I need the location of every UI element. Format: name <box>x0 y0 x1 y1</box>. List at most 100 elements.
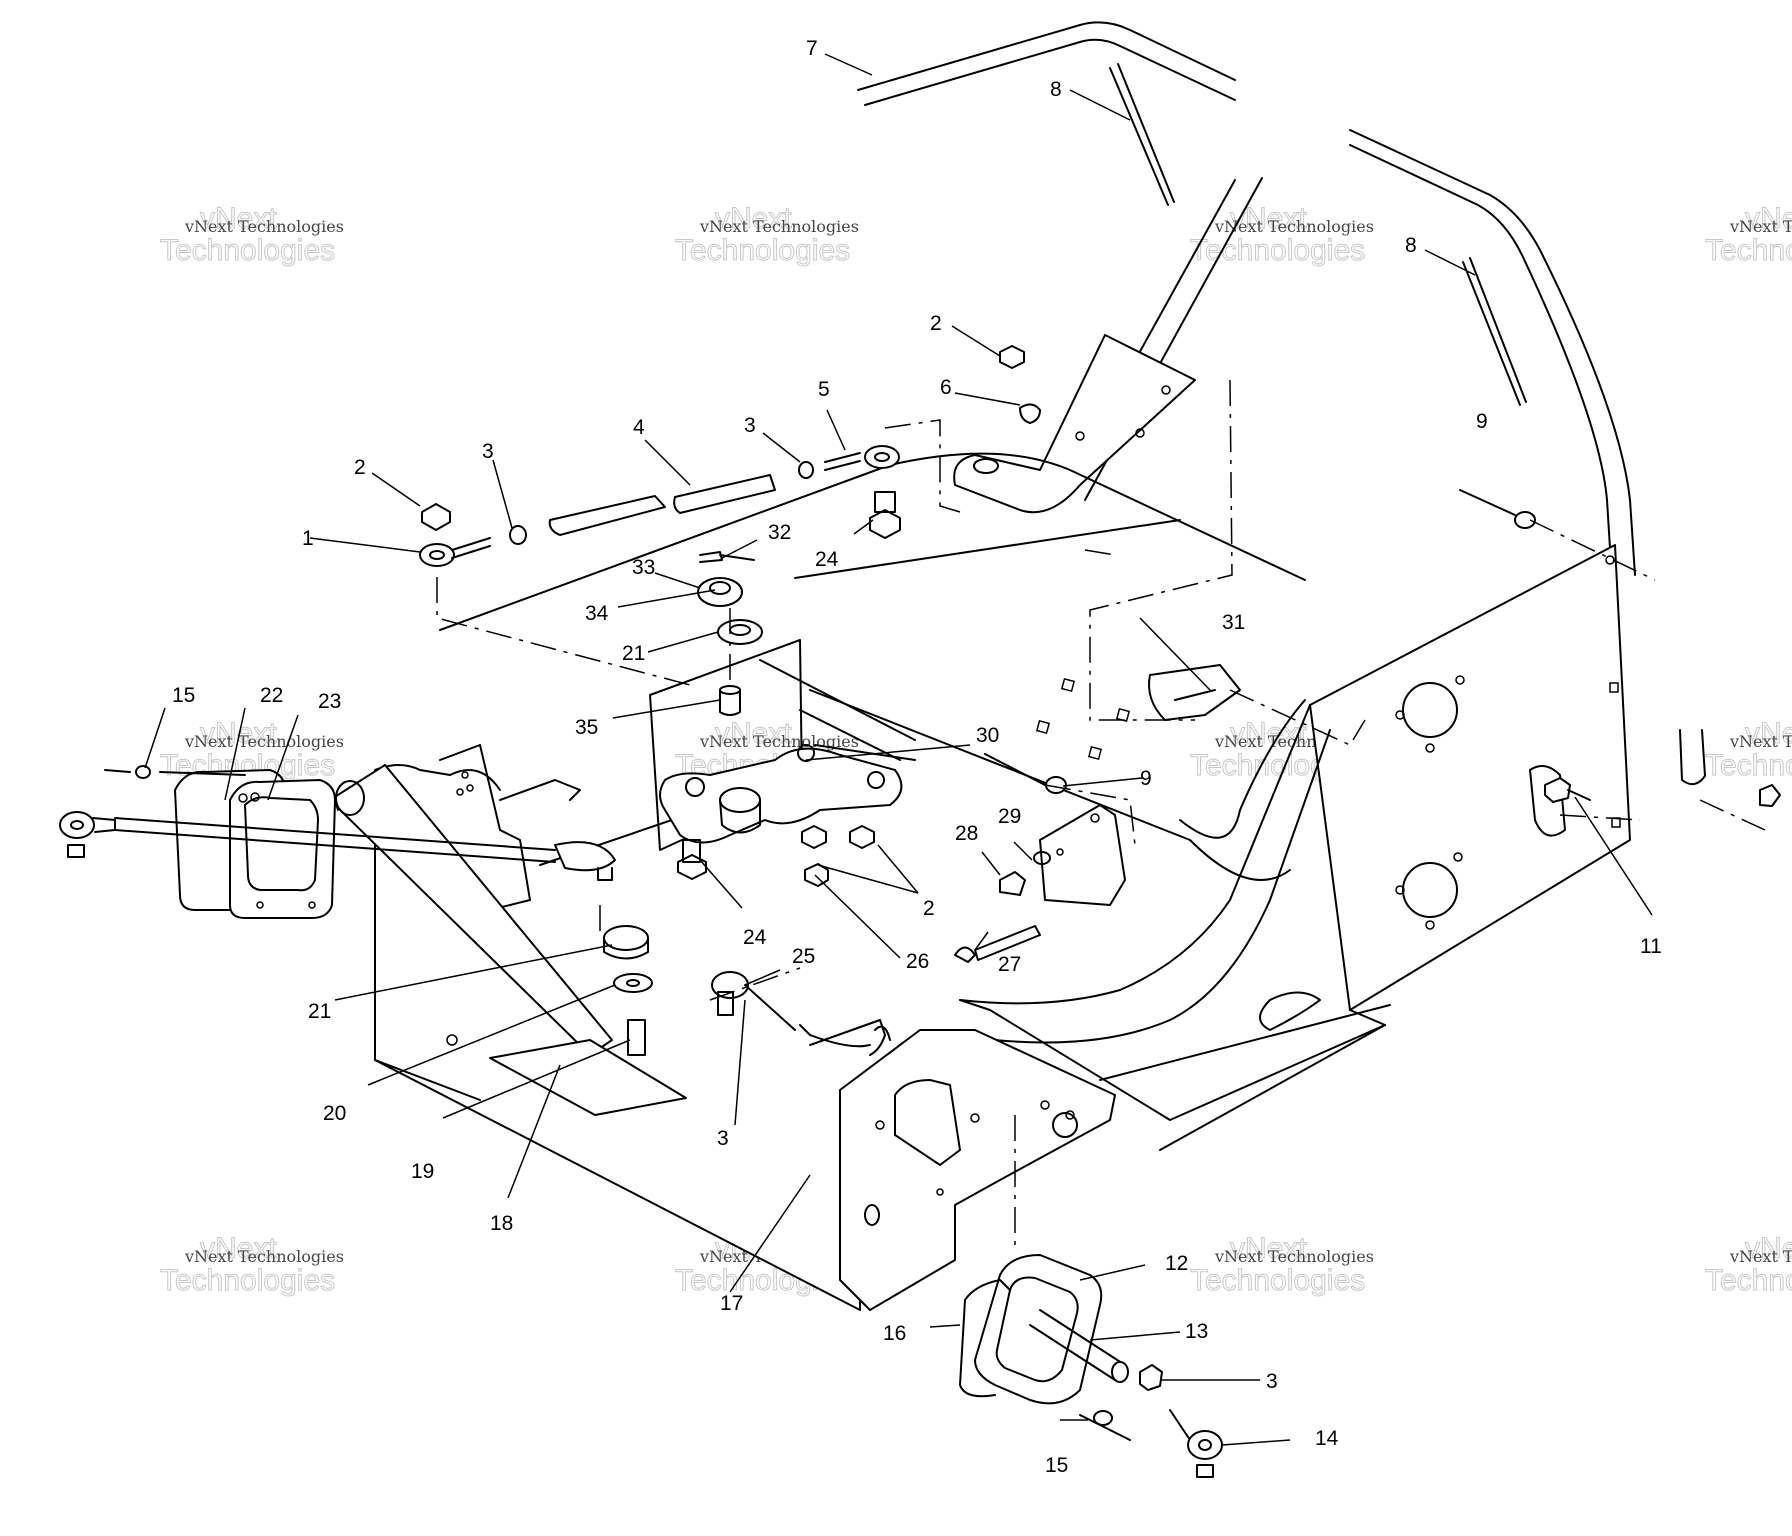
callout-31: 31 <box>1222 611 1245 634</box>
bracket-12 <box>959 1254 1103 1405</box>
watermark-word: Technologies <box>1705 749 1792 782</box>
callout-17: 17 <box>720 1292 743 1315</box>
callout-11: 11 <box>1640 935 1662 958</box>
right-side-panel <box>1259 544 1631 1031</box>
watermark-group: vNext vNext Technologies Technologies vN… <box>160 202 1792 1298</box>
bolt-11 <box>1544 777 1781 807</box>
callout-2: 2 <box>930 312 942 335</box>
watermark-brand: vNext <box>1230 1232 1307 1265</box>
callout-5: 5 <box>818 378 830 401</box>
callout-24: 24 <box>743 926 767 949</box>
callout-7: 7 <box>806 37 818 60</box>
callout-23: 23 <box>318 690 341 713</box>
watermark-word: Technologies <box>1705 234 1792 267</box>
callout-18: 18 <box>490 1212 513 1235</box>
callout-24: 24 <box>815 548 839 571</box>
watermark-line: vNext Technologies <box>699 217 859 236</box>
cable-15 <box>104 765 339 811</box>
nuts-misc <box>711 825 875 1048</box>
callout-9: 9 <box>1476 410 1488 433</box>
callout-28: 28 <box>955 822 978 845</box>
watermark: vNext vNext Technologies Technologies <box>1190 1232 1374 1298</box>
watermark-line: vNext Technologies <box>184 217 344 236</box>
bracket-22-23 <box>174 769 336 919</box>
bolt-8b <box>1462 257 1527 406</box>
callout-1: 1 <box>302 527 314 550</box>
callout-32: 32 <box>768 521 791 544</box>
watermark-word: Technologies <box>1190 234 1365 267</box>
callout-12: 12 <box>1165 1252 1188 1275</box>
watermark-line: vNext Technologies <box>1729 732 1792 751</box>
watermark: vNext vNext Technologies Technologies <box>1705 717 1792 783</box>
callout-9: 9 <box>1140 767 1152 790</box>
callout-35: 35 <box>575 716 598 739</box>
watermark-line: vNext Technologies <box>1214 217 1374 236</box>
floor-pan <box>439 452 1391 1151</box>
watermark-brand: vNext <box>1745 1232 1792 1265</box>
callout-15: 15 <box>172 684 195 707</box>
callout-25: 25 <box>792 945 815 968</box>
watermark-word: Technologies <box>1705 1264 1792 1297</box>
lower-side-plate <box>809 1019 1116 1311</box>
callout-34: 34 <box>585 602 609 625</box>
tie-rod-assembly <box>419 345 1041 567</box>
watermark-brand: vNext <box>715 717 792 750</box>
callout-3: 3 <box>1266 1370 1278 1393</box>
callout-6: 6 <box>940 376 952 399</box>
rod-13 <box>1029 1309 1223 1478</box>
watermark: vNext vNext Technologies Technologies <box>675 202 859 268</box>
watermark-brand: vNext <box>715 202 792 235</box>
callout-4: 4 <box>633 416 645 439</box>
watermark-brand: vNext <box>1745 202 1792 235</box>
watermark-brand: vNext <box>1230 202 1307 235</box>
pedal-plate <box>659 744 916 844</box>
callout-3: 3 <box>717 1127 729 1150</box>
callout-19: 19 <box>411 1160 434 1183</box>
callout-2: 2 <box>354 456 366 479</box>
callout-13: 13 <box>1185 1320 1208 1343</box>
watermark: vNext vNext Technologies Technologies <box>160 202 344 268</box>
callout-21: 21 <box>622 642 645 665</box>
assembly-lines <box>436 379 1766 1250</box>
watermark: vNext vNext Technologies Technologies <box>160 1232 344 1298</box>
watermark-brand: vNext <box>200 202 277 235</box>
watermark-word: Technologies <box>160 234 335 267</box>
callout-15: 15 <box>1045 1454 1068 1477</box>
shift-rod <box>59 811 616 881</box>
watermark: vNext vNext Technologies Technologies <box>1190 202 1374 268</box>
watermark-line: vNext Technologies <box>184 732 344 751</box>
callout-20: 20 <box>323 1102 346 1125</box>
bracket-31 <box>1148 664 1241 721</box>
watermark-line: vNext Technologies <box>1729 1247 1792 1266</box>
callout-21: 21 <box>308 1000 331 1023</box>
watermark-brand: vNext <box>1745 717 1792 750</box>
leader-lines <box>144 53 1653 1446</box>
floor-holes <box>1035 677 1621 828</box>
watermark-word: Technologies <box>675 234 850 267</box>
watermark-brand: vNext <box>200 1232 277 1265</box>
callouts: 7 8 8 2 6 2 3 4 3 5 1 24 32 33 34 21 9 3… <box>172 37 1662 1477</box>
plate-29 <box>954 804 1126 963</box>
callout-3: 3 <box>482 440 494 463</box>
callout-30: 30 <box>976 724 999 747</box>
callout-29: 29 <box>998 805 1021 828</box>
callout-26: 26 <box>906 950 929 973</box>
watermark-brand: vNext <box>200 717 277 750</box>
watermark-line: vNext Technologies <box>1729 217 1792 236</box>
callout-2: 2 <box>923 897 935 920</box>
callout-22: 22 <box>260 684 283 707</box>
left-frame <box>374 744 861 1311</box>
watermark-brand: vNext <box>1230 717 1307 750</box>
watermark: vNext vNext Technologies Technologies <box>1705 202 1792 268</box>
column-bracket <box>953 334 1196 514</box>
callout-16: 16 <box>883 1322 906 1345</box>
callout-33: 33 <box>632 556 655 579</box>
watermark: vNext vNext Technologies Technologies <box>1705 1232 1792 1298</box>
pin-stack <box>603 551 763 1056</box>
bolt-8a <box>1109 63 1175 206</box>
bolt-24b <box>677 839 707 880</box>
pedal-arm <box>329 764 687 1116</box>
callout-8: 8 <box>1050 78 1062 101</box>
watermark-line: vNext Technologies <box>1214 1247 1374 1266</box>
